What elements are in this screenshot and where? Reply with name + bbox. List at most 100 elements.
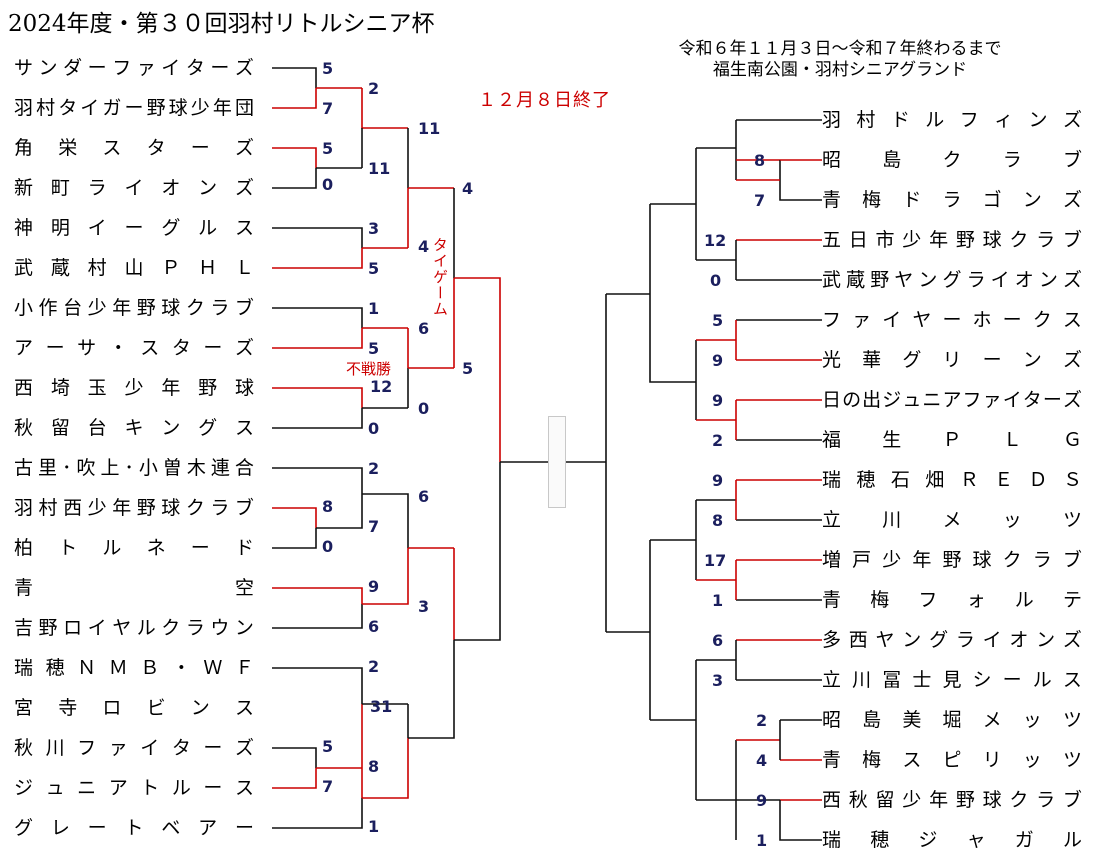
score-24: 9	[368, 577, 380, 596]
bracket-line	[272, 747, 317, 768]
left-team-11: 古里･吹上･小曽木連合	[14, 457, 254, 479]
bracket-line	[272, 604, 363, 629]
right-team-7: 光華グリーンズ	[822, 349, 1082, 371]
score-15: 12	[370, 377, 393, 396]
right-team-12: 増戸少年野球クラブ	[822, 549, 1082, 571]
score-18: 5	[462, 359, 474, 378]
score-21: 0	[322, 537, 334, 556]
left-team-5: 神明イーグルス	[14, 217, 254, 239]
left-team-19: ジュニアトルース	[14, 777, 254, 799]
score-43: 17	[704, 551, 727, 570]
bracket-line	[272, 168, 317, 189]
right-team-15: 立川冨士見シールス	[822, 669, 1082, 691]
score-6: 5	[322, 139, 334, 158]
left-team-13: 柏トルネード	[14, 537, 254, 559]
left-team-1: サンダーファイターズ	[14, 57, 254, 79]
score-16: 0	[418, 399, 430, 418]
page-title: 2024年度・第３０回羽村リトルシニア杯	[8, 11, 435, 37]
score-12: 1	[368, 299, 380, 318]
score-49: 9	[756, 791, 768, 810]
score-48: 4	[756, 751, 768, 770]
left-team-7: 小作台少年野球クラブ	[14, 297, 254, 319]
score-34: 7	[754, 191, 766, 210]
score-2: 7	[322, 99, 334, 118]
score-39: 9	[712, 391, 724, 410]
bracket-line	[779, 160, 822, 201]
left-team-10: 秋留台キングス	[14, 417, 254, 439]
score-9: 3	[368, 219, 380, 238]
score-36: 0	[710, 271, 722, 290]
bracket-line	[272, 798, 363, 829]
bracket-line	[272, 227, 363, 248]
right-team-19: 瑞穂ジャガル	[822, 829, 1082, 851]
score-14: 6	[418, 319, 430, 338]
right-team-3: 青梅ドラゴンズ	[822, 189, 1082, 211]
winner-path	[454, 277, 501, 462]
status-finished: １２月８日終了	[478, 90, 611, 111]
tournament-dates: 令和６年１１月３日～令和７年終わるまで	[678, 39, 1002, 59]
score-33: 8	[754, 151, 766, 170]
right-team-6: ファイヤーホークス	[822, 309, 1082, 331]
score-30: 7	[322, 777, 334, 796]
tiegame-note: タイゲーム	[431, 237, 449, 317]
left-team-17: 宮寺ロビンス	[14, 697, 254, 719]
left-team-3: 角栄スターズ	[14, 137, 254, 159]
championship-box	[548, 416, 566, 508]
score-40: 2	[712, 431, 724, 450]
score-29: 5	[322, 737, 334, 756]
score-8: 4	[462, 179, 474, 198]
score-13: 5	[368, 339, 380, 358]
score-3: 2	[368, 79, 380, 98]
winner-path	[272, 248, 363, 269]
right-team-18: 西秋留少年野球クラブ	[822, 789, 1082, 811]
bracket-line	[454, 462, 501, 641]
winner-path	[272, 387, 363, 408]
winner-path	[272, 147, 317, 168]
bracket-line	[272, 467, 363, 494]
bracket-line	[272, 667, 363, 704]
bracket-line	[779, 800, 822, 841]
winner-path	[272, 768, 317, 789]
score-45: 6	[712, 631, 724, 650]
score-32: 1	[368, 817, 380, 836]
right-team-14: 多西ヤングライオンズ	[822, 629, 1082, 651]
left-team-4: 新町ライオンズ	[14, 177, 254, 199]
score-4: 11	[418, 119, 441, 138]
right-team-8: 日の出ジュニアファイターズ	[822, 389, 1082, 411]
score-7: 11	[368, 159, 391, 178]
bracket-line	[362, 493, 409, 548]
score-44: 1	[712, 591, 724, 610]
bracket-line	[272, 528, 317, 549]
score-17: 0	[368, 419, 380, 438]
right-team-1: 羽村ドルフィンズ	[822, 109, 1082, 131]
score-1: 5	[322, 59, 334, 78]
bracket-line	[316, 494, 363, 529]
left-team-18: 秋川ファイターズ	[14, 737, 254, 759]
left-team-9: 西埼玉少年野球	[14, 377, 254, 399]
left-team-12: 羽村西少年野球クラブ	[14, 497, 254, 519]
right-team-4: 五日市少年野球クラブ	[822, 229, 1082, 251]
bracket-line	[272, 408, 363, 429]
left-team-20: グレートベアー	[14, 817, 254, 839]
score-50: 1	[756, 831, 768, 850]
score-42: 8	[712, 511, 724, 530]
tournament-venue: 福生南公園・羽村シニアグランド	[712, 60, 968, 80]
right-team-16: 昭島美堀メッツ	[822, 709, 1082, 731]
score-41: 9	[712, 471, 724, 490]
right-team-2: 昭島クラブ	[822, 149, 1082, 171]
right-team-5: 武蔵野ヤングライオンズ	[822, 269, 1082, 291]
score-31: 8	[368, 757, 380, 776]
score-28: 31	[370, 697, 393, 716]
score-5: 0	[322, 175, 334, 194]
score-38: 9	[712, 351, 724, 370]
score-37: 5	[712, 311, 724, 330]
right-team-17: 青梅スピリッツ	[822, 749, 1082, 771]
left-team-14: 青空	[14, 577, 254, 599]
bracket-line	[272, 307, 363, 328]
score-27: 2	[368, 657, 380, 676]
score-23: 6	[418, 487, 430, 506]
score-19: 2	[368, 459, 380, 478]
